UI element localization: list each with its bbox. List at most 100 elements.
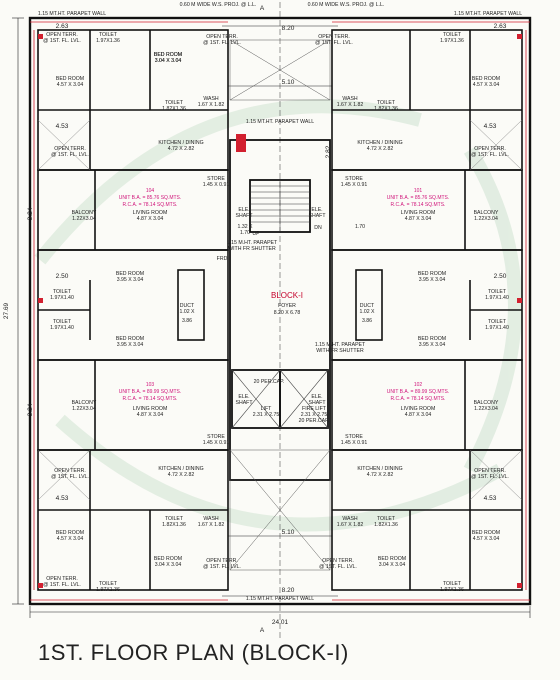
room-38-name: LIFT	[261, 406, 272, 412]
room-48-size: @ 1ST. FL. LVL.	[471, 474, 509, 480]
ele-size-top-h: 1.70	[240, 230, 250, 236]
room-33-name: BED ROOM	[116, 336, 144, 342]
room-7-size: 4.57 X 3.04	[57, 82, 84, 88]
room-2-size: 3.04 X 3.04	[155, 58, 182, 64]
room-40-size: SHAFT	[308, 400, 326, 406]
room-24-size: 1.22X3.04	[474, 216, 498, 222]
room-26-name: BED ROOM	[418, 271, 446, 277]
staircase	[250, 180, 310, 232]
room-5-name: OPEN TERR.	[318, 34, 350, 40]
room-24-name: BALCONY	[474, 210, 499, 216]
unit-no-102: 102	[414, 382, 423, 388]
dim-mid-bottom: 5.10	[282, 529, 295, 536]
room-47-name: OPEN TERR.	[54, 468, 86, 474]
dim-side-a: 3.24	[27, 207, 34, 220]
room-45-size: 4.72 X 2.82	[168, 472, 195, 478]
block-name: BLOCK-I	[271, 291, 303, 300]
outer-walls	[28, 16, 532, 606]
room-54-size: 4.57 X 3.04	[473, 536, 500, 542]
room-53-size: 4.57 X 3.04	[57, 536, 84, 542]
room-50-size: 1.67 X 1.82	[198, 522, 225, 528]
dim-left-b: 4.53	[56, 495, 69, 502]
room-42-size: 1.22X3.04	[474, 406, 498, 412]
unit-labels: 104 UNIT B.A. = 85.76 SQ.MTS. R.C.A. = 7…	[119, 188, 450, 402]
shutter-note-r: WITH FR SHUTTER	[316, 348, 364, 354]
room-28-size: 1.97X1.40	[485, 295, 509, 301]
unit-ba-103: UNIT B.A. = 89.99 SQ.MTS.	[119, 389, 182, 395]
shutter-note-l: WITH FR SHUTTER	[228, 246, 276, 252]
room-51-size: 1.67 X 1.82	[337, 522, 364, 528]
room-32-size: 1.97X1.40	[485, 325, 509, 331]
room-30-name: DUCT	[360, 303, 375, 309]
dim-263b: 2.63	[494, 23, 507, 30]
room-17-name: STORE	[207, 176, 225, 182]
axis-bottom: A	[260, 627, 265, 634]
room-42-name: BALCONY	[474, 400, 499, 406]
room-9-size: 1.82X1.36	[162, 106, 186, 112]
dim-282: 2.82	[325, 145, 332, 158]
foyer-label: FOYER	[278, 303, 296, 309]
parapet-note-tr: 1.15 MT.HT. PARAPET WALL	[454, 11, 522, 17]
room-21-size: SHAFT	[235, 213, 253, 219]
unit-no-104: 104	[146, 188, 155, 194]
dim-overall-width: 24.01	[272, 619, 289, 626]
shutter-parapet-r: 1.15 M.HT. PARAPET	[315, 342, 366, 348]
room-41-size: 4.87 X 3.04	[405, 412, 432, 418]
room-30-size: 1.02 X	[360, 309, 376, 315]
room-19-name: BALCONY	[72, 210, 97, 216]
dn-label: DN	[314, 225, 322, 231]
room-1-size: @ 1ST. FL. LVL.	[43, 38, 81, 44]
room-56-name: OPEN TERR.	[206, 558, 238, 564]
room-29-name: DUCT	[180, 303, 195, 309]
unit-no-101: 101	[414, 188, 423, 194]
room-52-size: 1.82X1.36	[374, 522, 398, 528]
room-55-name: BED ROOM	[154, 556, 182, 562]
dim-263: 2.63	[56, 23, 69, 30]
room-21-name: ELE.	[238, 207, 249, 213]
room-14-name: KITCHEN / DINING	[158, 140, 203, 146]
lift-cross	[231, 369, 329, 429]
wide-ws-note-top-r: 0.60 M WIDE W.S. PROJ. @ L.L.	[308, 2, 385, 8]
axis-top: A	[260, 5, 265, 12]
room-10-size: 1.67 X 1.82	[198, 102, 225, 108]
room-19-size: 1.22X3.04	[72, 216, 96, 222]
room-34-size: 3.95 X 3.04	[419, 342, 446, 348]
room-50-name: WASH	[203, 516, 219, 522]
room-17-size: 1.45 X 0.91	[203, 182, 230, 188]
foyer-size: 8.20 X 6.78	[274, 310, 301, 316]
room-46-size: 4.72 X 2.82	[367, 472, 394, 478]
room-4-size: 3.04 X 3.04	[155, 58, 182, 64]
room-34-name: BED ROOM	[418, 336, 446, 342]
core-labels: BLOCK-I FOYER 8.20 X 6.78 UP DN 20 PER.C…	[182, 224, 372, 424]
room-13-name: OPEN TERR.	[54, 146, 86, 152]
room-58-size: @ 1ST. FL. LVL.	[319, 564, 357, 570]
room-16-name: OPEN TERR.	[474, 146, 506, 152]
room-10-name: WASH	[203, 96, 219, 102]
room-36-size: 4.87 X 3.04	[137, 412, 164, 418]
frd-label: FRD	[217, 256, 228, 262]
room-31-name: TOILET	[53, 319, 72, 325]
unit-ba-102: UNIT B.A. = 89.99 SQ.MTS.	[387, 389, 450, 395]
room-27-name: TOILET	[53, 289, 72, 295]
unit-ba-104: UNIT B.A. = 85.76 SQ.MTS.	[119, 195, 182, 201]
open-terrace-cross	[229, 39, 331, 571]
dim-side-b: 3.24	[27, 403, 34, 416]
room-40-name: ELE.	[311, 394, 322, 400]
room-0-size: 1.97X1.36	[96, 38, 120, 44]
room-3-name: OPEN TERR.	[206, 34, 238, 40]
room-22-size: SHAFT	[308, 213, 326, 219]
room-14-size: 4.72 X 2.82	[168, 146, 195, 152]
dimension-labels: 24.01 27.69 8.20 8.20 5.10 5.10 3.24 3.2…	[3, 5, 507, 634]
room-61-name: TOILET	[443, 581, 462, 587]
up-label: UP	[252, 231, 260, 237]
room-46-name: KITCHEN / DINING	[357, 466, 402, 472]
room-54-name: BED ROOM	[472, 530, 500, 536]
room-43-size: 1.45 X 0.91	[203, 440, 230, 446]
room-23-size: 4.87 X 3.04	[405, 216, 432, 222]
terrace-crosses	[37, 119, 523, 501]
dim-top: 8.20	[282, 25, 295, 32]
room-25-size: 3.95 X 3.04	[117, 277, 144, 283]
room-31-size: 1.97X1.40	[50, 325, 74, 331]
room-15-name: KITCHEN / DINING	[357, 140, 402, 146]
